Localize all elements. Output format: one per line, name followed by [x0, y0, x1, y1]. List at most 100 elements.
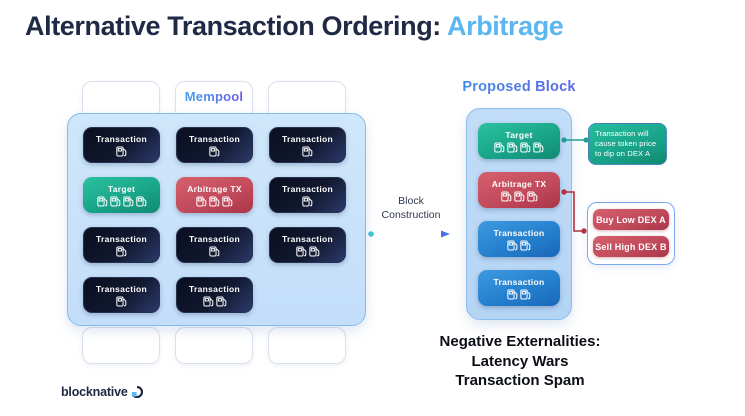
card-label: Transaction — [281, 234, 333, 244]
card-label: Target — [107, 184, 136, 194]
gas-pumps-row — [116, 245, 127, 258]
transaction-card: Transaction — [83, 277, 160, 313]
target-note: Transaction will cause token price to di… — [588, 123, 667, 165]
block-construction-line2: Construction — [381, 209, 441, 221]
gas-pumps-row — [116, 145, 127, 158]
gas-pump-icon — [302, 195, 313, 208]
gas-pumps-row — [302, 195, 313, 208]
gas-pumps-row — [209, 245, 220, 258]
gas-pump-icon — [507, 239, 518, 252]
transaction-card: Transaction — [478, 221, 560, 257]
card-label: Arbitrage TX — [491, 179, 547, 189]
gas-pump-icon — [520, 141, 531, 154]
gas-pump-icon — [196, 195, 207, 208]
mempool-tab-top-right — [268, 81, 346, 119]
arbitrage-tx-card: Arbitrage TX — [478, 172, 560, 208]
gas-pumps-row — [209, 145, 220, 158]
card-label: Transaction — [493, 228, 545, 238]
target-card: Target — [83, 177, 160, 213]
gas-pump-icon — [295, 245, 307, 258]
gas-pump-icon — [135, 195, 147, 208]
card-label: Transaction — [188, 284, 240, 294]
gas-pump-icon — [122, 195, 134, 208]
sell-high-dex-b-badge: Sell High DEX B — [593, 236, 669, 257]
dex-actions-box: Buy Low DEX A Sell High DEX B — [587, 202, 675, 265]
gas-pumps-row — [202, 295, 227, 308]
gas-pumps-row — [507, 239, 531, 252]
block-construction-line1: Block — [398, 195, 424, 207]
mempool-tab-top-left — [82, 81, 160, 119]
buy-low-dex-a-badge: Buy Low DEX A — [593, 209, 669, 230]
negative-externalities-text: Negative Externalities: Latency Wars Tra… — [410, 332, 630, 391]
page-title-highlight: Arbitrage — [447, 11, 564, 41]
gas-pump-icon — [507, 288, 518, 301]
card-label: Transaction — [95, 234, 147, 244]
block-construction-label: Block Construction — [363, 194, 459, 222]
gas-pumps-row — [494, 141, 544, 154]
block-construction-arrow-icon — [368, 230, 450, 238]
card-label: Transaction — [188, 234, 240, 244]
transaction-card: Transaction — [176, 277, 253, 313]
gas-pump-icon — [302, 145, 313, 158]
mempool-tab-bottom-center — [175, 327, 253, 364]
gas-pumps-row — [96, 195, 147, 208]
gas-pumps-row — [116, 295, 127, 308]
gas-pump-icon — [533, 141, 544, 154]
gas-pump-icon — [209, 145, 220, 158]
gas-pump-icon — [222, 195, 233, 208]
card-label: Transaction — [281, 134, 333, 144]
card-label: Transaction — [493, 277, 545, 287]
gas-pump-icon — [507, 141, 518, 154]
gas-pump-icon — [96, 195, 108, 208]
target-note-connector — [561, 137, 589, 143]
card-label: Transaction — [95, 134, 147, 144]
card-label: Transaction — [188, 134, 240, 144]
blocknative-logo: blocknative — [61, 385, 143, 399]
gas-pump-icon — [116, 295, 127, 308]
transaction-card: Transaction — [269, 127, 346, 163]
card-label: Arbitrage TX — [187, 184, 242, 194]
gas-pumps-row — [295, 245, 320, 258]
blocknative-logo-text: blocknative — [61, 385, 128, 399]
transaction-card: Transaction — [83, 227, 160, 263]
blocknative-logo-mark — [131, 386, 143, 398]
transaction-card: Transaction — [83, 127, 160, 163]
gas-pump-icon — [215, 295, 227, 308]
gas-pump-icon — [500, 190, 512, 203]
gas-pump-icon — [526, 190, 538, 203]
gas-pump-icon — [494, 141, 505, 154]
card-label: Target — [505, 130, 533, 140]
target-card: Target — [478, 123, 560, 159]
negative-externalities-title: Negative Externalities: — [439, 333, 601, 350]
negative-externalities-latency: Latency Wars — [471, 352, 569, 370]
gas-pump-icon — [209, 195, 220, 208]
transaction-card: Transaction — [269, 177, 346, 213]
gas-pump-icon — [308, 245, 320, 258]
transaction-card: Transaction — [176, 127, 253, 163]
page-title-main: Alternative Transaction Ordering: — [25, 11, 447, 41]
mempool-label: Mempool — [185, 89, 243, 118]
mempool-tab-bottom-left — [82, 327, 160, 364]
gas-pumps-row — [196, 195, 233, 208]
page-title: Alternative Transaction Ordering: Arbitr… — [25, 11, 564, 42]
arbitrage-tx-card: Arbitrage TX — [176, 177, 253, 213]
transaction-card: Transaction — [269, 227, 346, 263]
gas-pump-icon — [202, 295, 214, 308]
gas-pumps-row — [302, 145, 313, 158]
transaction-card: Transaction — [478, 270, 560, 306]
mempool-tab-bottom-right — [268, 327, 346, 364]
gas-pump-icon — [116, 245, 127, 258]
gas-pumps-row — [500, 190, 538, 203]
gas-pumps-row — [507, 288, 531, 301]
arbitrage-dex-connector — [561, 189, 587, 234]
proposed-block-label: Proposed Block — [446, 79, 592, 95]
transaction-card: Transaction — [176, 227, 253, 263]
gas-pump-icon — [513, 190, 525, 203]
negative-externalities-spam: Transaction Spam — [455, 372, 585, 389]
mempool-tab-top-center: Mempool — [175, 81, 253, 119]
gas-pump-icon — [116, 145, 127, 158]
gas-pump-icon — [209, 245, 220, 258]
